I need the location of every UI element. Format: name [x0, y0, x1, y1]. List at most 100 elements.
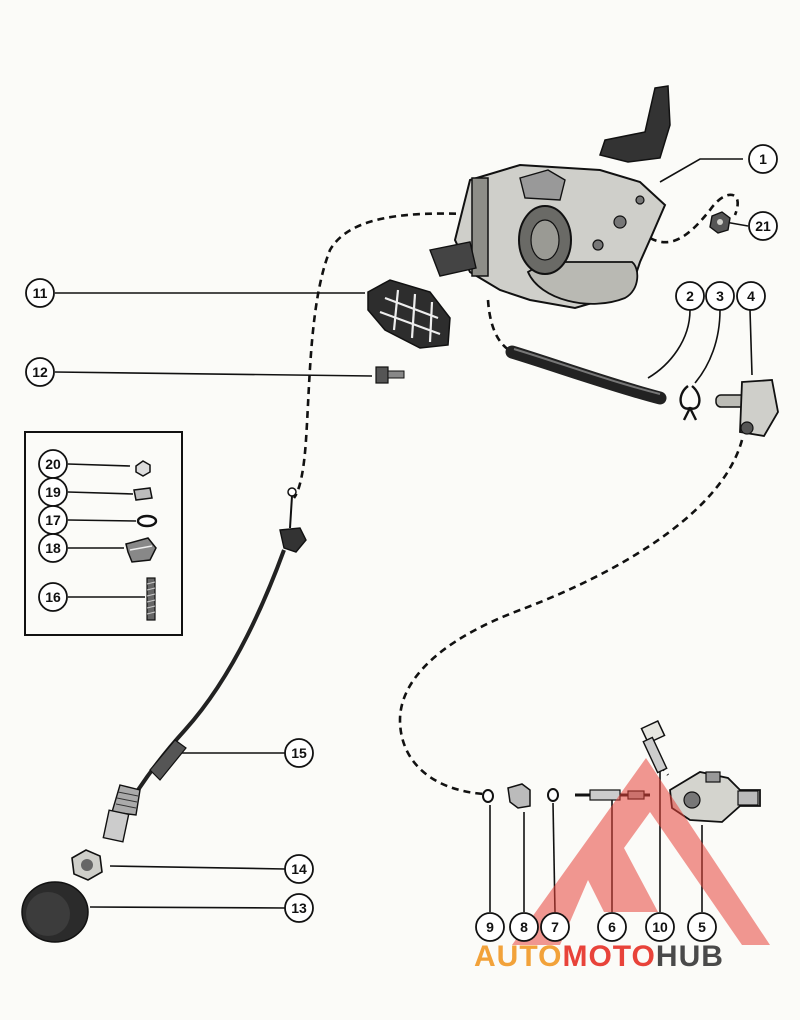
callout-3: 3 — [716, 288, 724, 304]
callout-13: 13 — [291, 900, 307, 916]
callout-15-circle — [284, 738, 314, 768]
nut-14 — [71, 849, 103, 881]
callout-2: 2 — [686, 288, 694, 304]
mounting-flange — [471, 177, 489, 277]
carb-bracket — [429, 241, 477, 277]
knob-13-face — [26, 892, 70, 936]
watermark-text-auto: AUTO — [474, 940, 562, 973]
callout-19: 19 — [45, 484, 61, 500]
callout-1: 1 — [759, 151, 767, 167]
nut-14-hole — [81, 859, 93, 871]
dashed-line-fuel-path — [398, 439, 744, 796]
watermark-logo — [512, 758, 770, 945]
callout-8-circle — [509, 912, 539, 942]
fitting-8-shape — [507, 783, 531, 809]
dashed-line-carb-to-cable — [292, 212, 469, 499]
callout-12: 12 — [32, 364, 48, 380]
cable-tip — [102, 809, 130, 843]
dashed-line-21 — [649, 193, 739, 244]
leader-4 — [749, 309, 753, 376]
choke-cable-15 — [102, 487, 307, 843]
callout-6: 6 — [608, 919, 616, 935]
callout-3-circle — [705, 281, 735, 311]
callout-labels: 1 21 2 3 4 11 12 20 19 17 18 16 15 14 13… — [32, 151, 771, 935]
cable-sheath — [136, 549, 286, 792]
leader-13 — [89, 906, 286, 909]
callout-18: 18 — [45, 540, 61, 556]
watermark-text-moto: MOTO — [562, 940, 655, 973]
nut-20-shape — [135, 460, 151, 477]
watermark-logo-mark — [512, 758, 770, 945]
nut-21 — [709, 211, 731, 234]
callout-7: 7 — [551, 919, 559, 935]
callout-6-circle — [597, 912, 627, 942]
callout-circles — [25, 144, 778, 942]
hardware-inset-box — [24, 431, 183, 636]
callout-20: 20 — [45, 456, 61, 472]
o-ring-7-shape — [547, 788, 559, 802]
callout-16: 16 — [45, 589, 61, 605]
callout-7-circle — [540, 912, 570, 942]
valve-body-5-shape — [669, 771, 761, 823]
callout-9-circle — [475, 912, 505, 942]
watermark-text-hub: HUB — [656, 940, 724, 973]
callout-21: 21 — [755, 218, 771, 234]
callout-10-circle — [645, 912, 675, 942]
callout-11-circle — [25, 278, 55, 308]
leader-20 — [67, 463, 131, 467]
cable-end-wire — [289, 495, 293, 529]
callout-14-circle — [284, 854, 314, 884]
callout-2-circle — [675, 281, 705, 311]
callout-18-circle — [38, 533, 68, 563]
carb-screw-c — [635, 195, 645, 205]
carb-screw-a — [613, 215, 627, 229]
leader-2 — [647, 309, 691, 379]
callout-15: 15 — [291, 745, 307, 761]
hose-2-highlight — [513, 348, 661, 395]
leader-12 — [54, 371, 373, 377]
callout-8: 8 — [520, 919, 528, 935]
watermark-text: AUTOMOTOHUB — [474, 940, 724, 973]
washer-19-shape — [133, 487, 153, 501]
hose-2 — [505, 345, 667, 405]
knob-13 — [21, 881, 89, 943]
choke-plate — [519, 169, 566, 201]
cable-end-ball — [287, 487, 297, 497]
carb-screw-b — [592, 239, 604, 251]
callout-14: 14 — [291, 861, 307, 877]
svg-text:AUTOMOTOHUB: AUTOMOTOHUB — [474, 940, 724, 973]
callout-21-circle — [748, 211, 778, 241]
washer-17-shape — [136, 514, 158, 528]
clamp-18-line — [129, 545, 153, 551]
callout-5-circle — [687, 912, 717, 942]
callout-9: 9 — [486, 919, 494, 935]
leader-17 — [67, 519, 137, 522]
screen-11 — [367, 279, 451, 349]
callout-1-circle — [748, 144, 778, 174]
callout-10: 10 — [652, 919, 668, 935]
clip-3 — [679, 385, 701, 421]
nut-21-hole — [717, 219, 723, 225]
stud-16-threads — [146, 581, 156, 615]
leader-19 — [67, 491, 134, 495]
fuel-fitting-group — [482, 719, 761, 823]
callout-13-circle — [284, 893, 314, 923]
leader-3 — [694, 309, 721, 384]
leader-1 — [659, 158, 743, 183]
leader-14 — [109, 865, 286, 870]
cable-bracket — [279, 527, 307, 553]
screw-12 — [375, 366, 405, 384]
throat-inner — [530, 219, 560, 261]
elbow-fitting-4 — [715, 379, 779, 437]
callout-16-circle — [38, 582, 68, 612]
throttle-lever — [599, 85, 671, 163]
cable-threads — [115, 791, 139, 809]
screw-12-shaft — [387, 370, 405, 379]
screw-12-head — [375, 366, 389, 384]
callout-5: 5 — [698, 919, 706, 935]
callout-11: 11 — [33, 285, 48, 301]
callout-4: 4 — [747, 288, 755, 304]
stud-16-shape — [146, 577, 156, 621]
